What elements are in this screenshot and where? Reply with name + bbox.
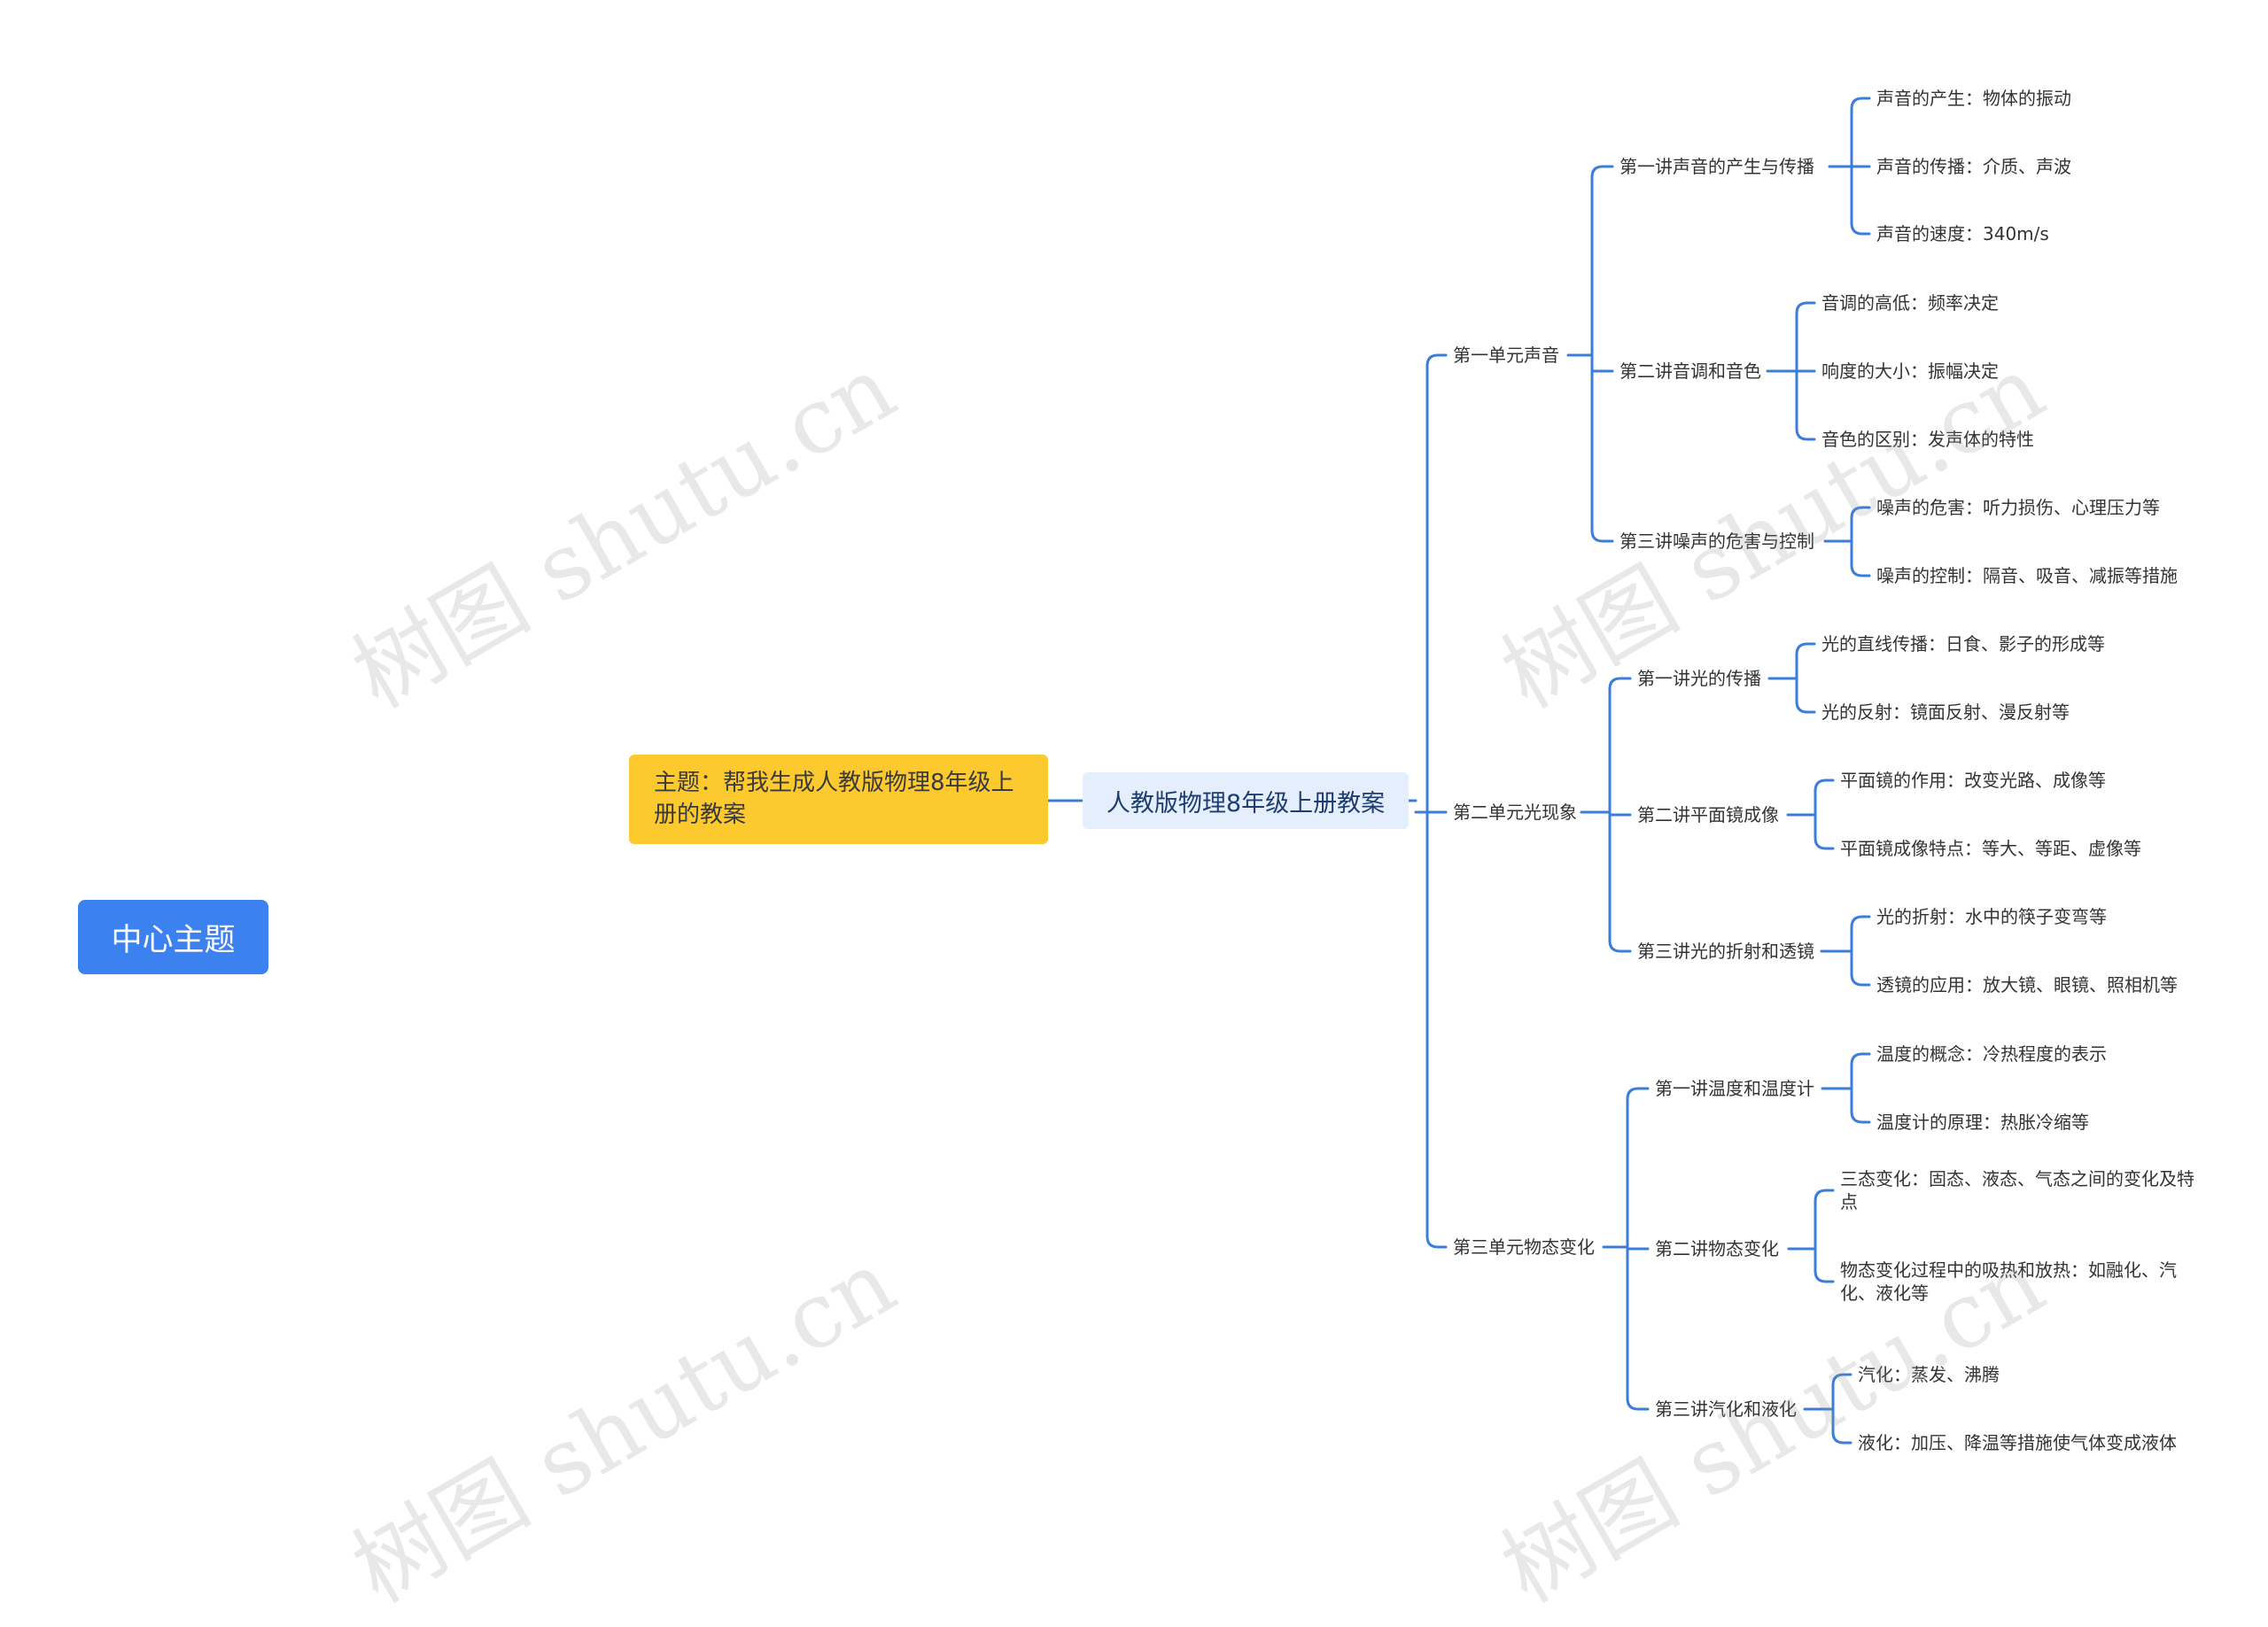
mind-map-canvas: 中心主题 主题：帮我生成人教版物理8年级上册的教案 人教版物理8年级上册教案 第…: [78, 88, 2194, 1623]
unit-node[interactable]: 第三单元物态变化: [1453, 1236, 1595, 1258]
leaf-node[interactable]: 噪声的危害：听力损伤、心理压力等: [1876, 497, 2160, 518]
unit-node[interactable]: 第一单元声音: [1453, 345, 1559, 366]
leaf-node[interactable]: 三态变化：固态、液态、气态之间的变化及特点: [1840, 1168, 2194, 1213]
connector-line: [1590, 165, 1614, 543]
connector-line: [1850, 506, 1871, 577]
leaf-node[interactable]: 声音的传播：介质、声波: [1876, 156, 2071, 177]
leaf-node[interactable]: 声音的产生：物体的振动: [1876, 88, 2071, 109]
connector-line: [1850, 1052, 1871, 1124]
lesson-node[interactable]: 第三讲噪声的危害与控制: [1619, 531, 1814, 552]
lesson-node[interactable]: 第二讲平面镜成像: [1637, 804, 1779, 825]
connector-line: [1814, 779, 1835, 850]
leaf-node[interactable]: 平面镜成像特点：等大、等距、虚像等: [1840, 838, 2141, 859]
leaf-node[interactable]: 声音的速度：340m/s: [1876, 223, 2049, 244]
leaf-node[interactable]: 汽化：蒸发、沸腾: [1858, 1364, 2000, 1385]
leaf-node[interactable]: 温度计的原理：热胀冷缩等: [1876, 1112, 2089, 1133]
leaf-node[interactable]: 液化：加压、降温等措施使气体变成液体: [1858, 1432, 2177, 1453]
leaf-node[interactable]: 物态变化过程中的吸热和放热：如融化、汽化、液化等: [1840, 1259, 2177, 1304]
leaf-node[interactable]: 噪声的控制：隔音、吸音、减振等措施: [1876, 565, 2178, 586]
leaf-node[interactable]: 响度的大小：振幅决定: [1821, 360, 1999, 382]
leaf-node[interactable]: 音色的区别：发声体的特性: [1821, 429, 2034, 450]
leaf-node[interactable]: 透镜的应用：放大镜、眼镜、照相机等: [1876, 974, 2178, 996]
lesson-node[interactable]: 第二讲物态变化: [1655, 1238, 1779, 1259]
connector-line: [1831, 1373, 1852, 1445]
leaf-node[interactable]: 光的反射：镜面反射、漫反射等: [1821, 701, 2070, 723]
leaf-node[interactable]: 光的直线传播：日食、影子的形成等: [1821, 633, 2105, 655]
connector-line: [1425, 353, 1448, 1249]
lesson-node[interactable]: 第三讲光的折射和透镜: [1637, 941, 1814, 962]
leaf-node[interactable]: 温度的概念：冷热程度的表示: [1876, 1043, 2107, 1065]
connector-line: [1814, 1189, 1835, 1283]
leaf-node[interactable]: 光的折射：水中的筷子变弯等: [1876, 906, 2107, 927]
lesson-node[interactable]: 第二讲音调和音色: [1619, 360, 1761, 382]
unit-node[interactable]: 第二单元光现象: [1453, 802, 1577, 823]
lesson-node[interactable]: 第一讲光的传播: [1637, 668, 1761, 689]
lesson-node[interactable]: 第一讲声音的产生与传播: [1619, 156, 1814, 177]
topic-node[interactable]: 主题：帮我生成人教版物理8年级上册的教案: [629, 755, 1048, 844]
lesson-node[interactable]: 第三讲汽化和液化: [1655, 1398, 1797, 1420]
connector-line: [1850, 915, 1871, 987]
connector-lines: [1046, 97, 1871, 1445]
central-topic-node[interactable]: 人教版物理8年级上册教案: [1083, 772, 1409, 829]
leaf-node[interactable]: 平面镜的作用：改变光路、成像等: [1840, 770, 2106, 791]
connector-line: [1795, 642, 1816, 714]
root-node[interactable]: 中心主题: [78, 900, 268, 974]
lesson-node[interactable]: 第一讲温度和温度计: [1655, 1078, 1814, 1099]
leaf-node[interactable]: 音调的高低：频率决定: [1821, 292, 1999, 314]
